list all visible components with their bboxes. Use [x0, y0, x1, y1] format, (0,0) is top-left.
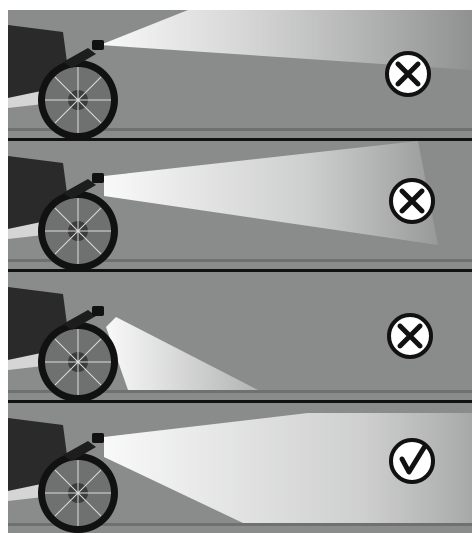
panel-beam-correct [8, 403, 472, 533]
check-circle-icon [391, 440, 433, 482]
panel-1-scene [8, 10, 472, 138]
x-circle-icon [387, 53, 429, 95]
x-circle-icon [389, 315, 431, 357]
panel-beam-too-low [8, 272, 472, 400]
panel-2-scene [8, 141, 472, 269]
panel-3-scene [8, 272, 472, 400]
panel-4-scene [8, 403, 472, 533]
panel-beam-too-wide [8, 141, 472, 269]
x-circle-icon [391, 180, 433, 222]
panel-beam-too-high [8, 10, 472, 138]
